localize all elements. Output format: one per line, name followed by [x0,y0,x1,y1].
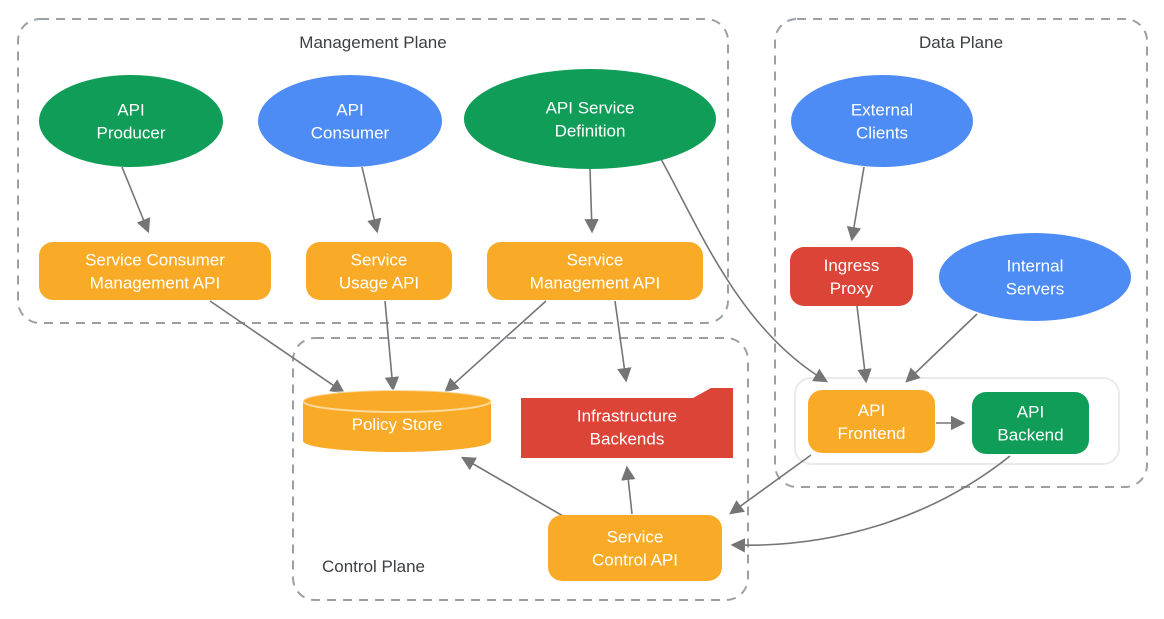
edge-definition-to-frontend [660,158,829,383]
service-control-api-label-line-0: Service [607,528,664,547]
service-usage-api-label-line-0: Service [351,251,408,270]
infrastructure-backends-label-line-1: Backends [590,430,665,449]
policy-store-top [302,389,492,413]
policy-store[interactable]: Policy Store [302,389,492,452]
service-management-api-label-line-1: Management API [530,274,660,293]
edge-ingress-to-frontend [856,305,872,384]
edge-mgmt-to-policy [444,300,547,393]
edge-producer-to-consumer-mgmt [121,166,151,234]
edge-definition-to-mgmt [584,168,599,234]
api-backend-label-line-1: Backend [997,426,1063,445]
edge-internal-to-frontend [905,313,978,383]
service-usage-api-shape[interactable] [306,242,452,300]
api-backend[interactable]: API Backend [972,392,1089,454]
service-usage-api-label-line-1: Usage API [339,274,419,293]
service-consumer-management-api-label-line-0: Service Consumer [85,251,225,270]
external-clients-shape[interactable] [791,75,973,167]
edge-consumer-mgmt-to-policy [209,300,345,394]
service-management-api-shape[interactable] [487,242,703,300]
data-plane-border [774,18,1148,488]
edges-layer [121,158,1011,553]
api-frontend-label-line-1: Frontend [837,424,905,443]
api-consumer-shape[interactable] [258,75,442,167]
internal-servers-label-line-0: Internal [1007,257,1064,276]
api-consumer-label-line-1: Consumer [311,124,390,143]
infrastructure-backends-shape[interactable] [521,388,733,458]
control-plane-label: Control Plane [322,557,425,576]
edge-control-to-infra [621,465,636,515]
api-backend-shape[interactable] [972,392,1089,454]
service-management-api-label-line-0: Service [567,251,624,270]
external-clients-label-line-0: External [851,101,913,120]
edge-usage-to-policy [384,300,400,392]
management-plane-label: Management Plane [299,33,446,52]
infrastructure-backends-label-line-0: Infrastructure [577,407,677,426]
api-service-definition-shape[interactable] [464,69,716,169]
edge-mgmt-to-infra [614,300,632,383]
service-consumer-management-api-label-line-1: Management API [90,274,220,293]
internal-servers-label-line-1: Servers [1006,280,1065,299]
api-producer-label-line-1: Producer [97,124,166,143]
api-producer-shape[interactable] [39,75,223,167]
policy-store-label-line-0: Policy Store [352,415,443,434]
service-control-api-label-line-1: Control API [592,551,678,570]
edge-backend-to-control [730,455,1011,553]
ingress-proxy-shape[interactable] [790,247,913,306]
api-backend-label-line-0: API [1017,403,1044,422]
edge-control-to-policy [460,456,564,517]
api-consumer-label-line-0: API [336,101,363,120]
edge-clients-to-ingress [846,166,865,242]
internal-servers-shape[interactable] [939,233,1131,321]
ingress-proxy-label-line-0: Ingress [824,256,880,275]
api-frontend[interactable]: API Frontend [808,390,935,453]
edge-frontend-to-control [729,454,812,515]
api-producer[interactable]: API Producer [39,75,223,167]
api-consumer[interactable]: API Consumer [258,75,442,167]
ingress-proxy-label-line-1: Proxy [830,279,874,298]
api-producer-label-line-0: API [117,101,144,120]
edge-consumer-to-usage [361,166,382,234]
api-service-definition-label-line-1: Definition [555,122,626,141]
data-plane: Data Plane [774,18,1148,488]
control-plane-border [292,337,749,601]
api-frontend-label-line-0: API [858,401,885,420]
management-plane-border [17,18,729,324]
api-service-definition-label-line-0: API Service [546,99,635,118]
api-frontend-shape[interactable] [808,390,935,453]
service-control-api-shape[interactable] [548,515,722,581]
control-plane: Control Plane [292,337,749,601]
service-consumer-management-api-shape[interactable] [39,242,271,300]
data-plane-label: Data Plane [919,33,1003,52]
external-clients-label-line-1: Clients [856,124,908,143]
policy-store-body[interactable] [303,401,491,452]
management-plane: Management Plane [17,18,729,324]
